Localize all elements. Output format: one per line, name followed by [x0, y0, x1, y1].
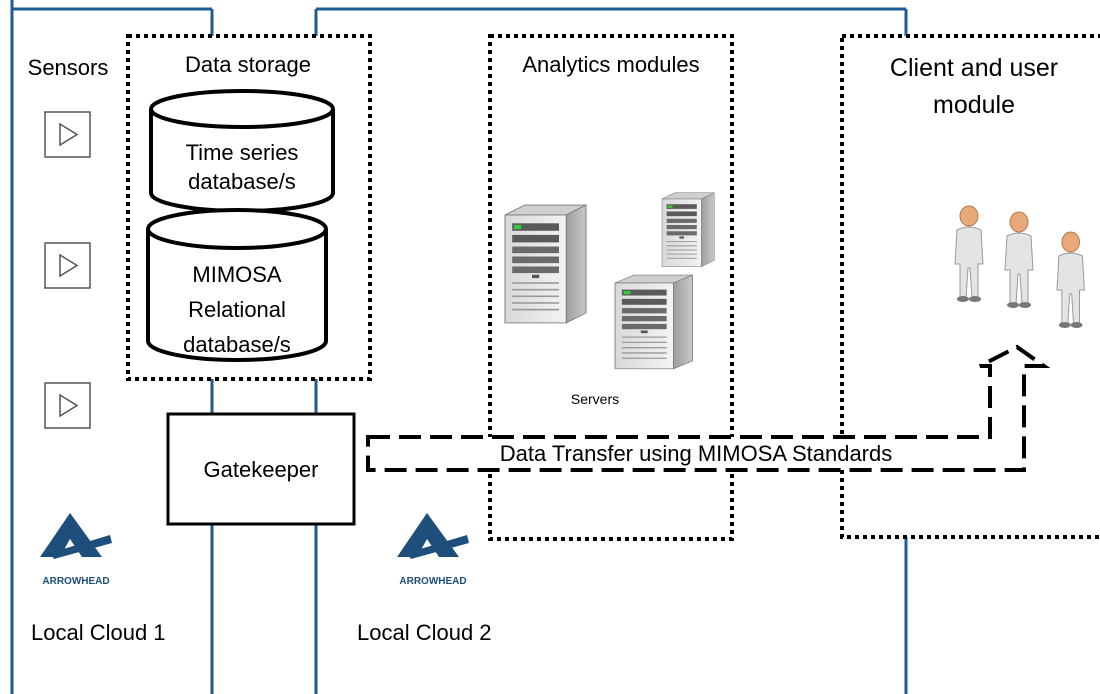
mimosa-label-line3: database/s: [183, 332, 291, 357]
time-series-label-line1: Time series: [186, 140, 299, 165]
sensor-icon: [44, 242, 91, 289]
mimosa-label-line2: Relational: [188, 297, 286, 322]
arrowhead-logo-icon: [397, 513, 469, 559]
gatekeeper-box: [166, 412, 356, 526]
server-icon: [614, 274, 694, 370]
arrowhead-logo-text: ARROWHEAD: [399, 576, 466, 587]
mimosa-label-line1: MIMOSA: [192, 262, 282, 287]
client-module-title-line2: module: [933, 91, 1015, 119]
data-transfer-arrow: [366, 344, 1051, 472]
sensors-title: Sensors: [28, 55, 109, 80]
analytics-modules-title: Analytics modules: [522, 52, 699, 77]
mimosa-relational-database-icon: [146, 208, 328, 362]
arrowhead-logo-text: ARROWHEAD: [42, 576, 109, 587]
client-module-title-line1: Client and user: [890, 54, 1058, 82]
time-series-label-line2: database/s: [188, 169, 296, 194]
server-icon: [504, 204, 587, 324]
arrowhead-logo-icon: [40, 513, 112, 559]
data-storage-title: Data storage: [185, 52, 311, 77]
sensor-icon: [44, 382, 91, 429]
data-transfer-label: Data Transfer using MIMOSA Standards: [500, 441, 893, 466]
servers-label: Servers: [571, 391, 619, 407]
time-series-database-icon: [149, 89, 335, 213]
local-cloud-2-label: Local Cloud 2: [357, 620, 492, 645]
gatekeeper-label: Gatekeeper: [204, 457, 319, 482]
sensor-icon: [44, 111, 91, 158]
server-icon: [661, 192, 715, 268]
local-cloud-1-label: Local Cloud 1: [31, 620, 166, 645]
